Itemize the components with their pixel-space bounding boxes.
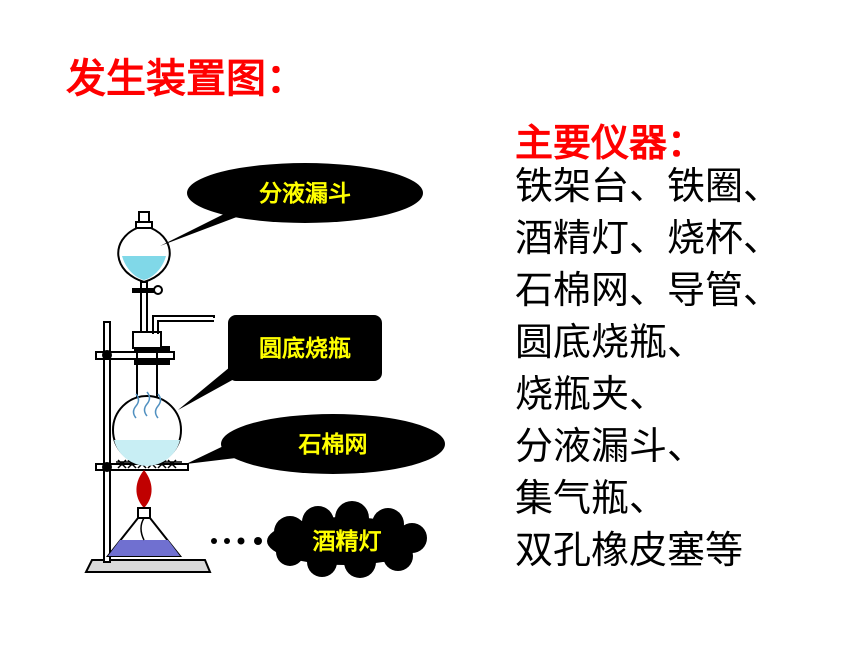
stand-rod bbox=[103, 321, 111, 563]
instruments-list: 铁架台、铁圈、 酒精灯、烧杯、 石棉网、导管、 圆底烧瓶、 烧瓶夹、 分液漏斗、… bbox=[515, 160, 781, 576]
instruments-heading: 主要仪器： bbox=[515, 121, 706, 165]
callout-label-gauze: 石棉网 bbox=[298, 431, 368, 458]
leader-dot bbox=[254, 537, 262, 545]
flask-clamp bbox=[95, 351, 175, 360]
callout-label-funnel: 分液漏斗 bbox=[259, 180, 351, 207]
funnel-liquid bbox=[122, 256, 166, 280]
instrument-item: 双孔橡皮塞等 bbox=[515, 528, 744, 572]
vapor bbox=[132, 391, 162, 419]
instrument-item: 铁架台、铁圈、 bbox=[515, 164, 782, 208]
callout-label-lamp: 酒精灯 bbox=[313, 529, 382, 555]
stopcock-knob bbox=[153, 285, 163, 295]
callout-bubble-flask bbox=[228, 315, 382, 381]
instrument-item: 石棉网、导管、 bbox=[515, 268, 782, 312]
callout-label-flask: 圆底烧瓶 bbox=[259, 335, 351, 362]
callout-bubble-funnel bbox=[187, 163, 423, 223]
callout-bubble-lamp bbox=[267, 501, 427, 578]
page-title: 发生装置图： bbox=[66, 56, 306, 102]
clamp-jaw bbox=[134, 360, 170, 365]
leader-dot bbox=[224, 538, 230, 544]
instrument-item: 酒精灯、烧杯、 bbox=[515, 216, 782, 260]
funnel-stopper bbox=[138, 211, 150, 223]
leader-dot bbox=[211, 538, 217, 544]
instrument-item: 烧瓶夹、 bbox=[515, 372, 668, 416]
funnel-stopcock bbox=[132, 288, 156, 293]
instrument-item: 集气瓶、 bbox=[515, 476, 668, 520]
delivery-tube bbox=[157, 320, 214, 334]
callout-pointer bbox=[160, 210, 250, 246]
callout-pointer bbox=[178, 362, 236, 410]
lamp-wick bbox=[140, 517, 145, 541]
instrument-item: 分液漏斗、 bbox=[515, 424, 706, 468]
callout-bubble-gauze bbox=[221, 414, 445, 474]
rubber-stopper bbox=[132, 331, 162, 349]
lamp-wick-holder bbox=[137, 507, 151, 519]
instrument-item: 圆底烧瓶、 bbox=[515, 320, 706, 364]
lamp-flame bbox=[136, 470, 152, 508]
flask-neck bbox=[136, 348, 158, 402]
ring-screw bbox=[102, 462, 112, 472]
stand-base bbox=[84, 559, 212, 573]
lamp-fuel bbox=[108, 540, 180, 556]
clamp-screw bbox=[102, 350, 112, 360]
leader-dot bbox=[237, 537, 245, 545]
delivery-tube bbox=[152, 315, 215, 334]
flask-liquid bbox=[114, 440, 180, 466]
